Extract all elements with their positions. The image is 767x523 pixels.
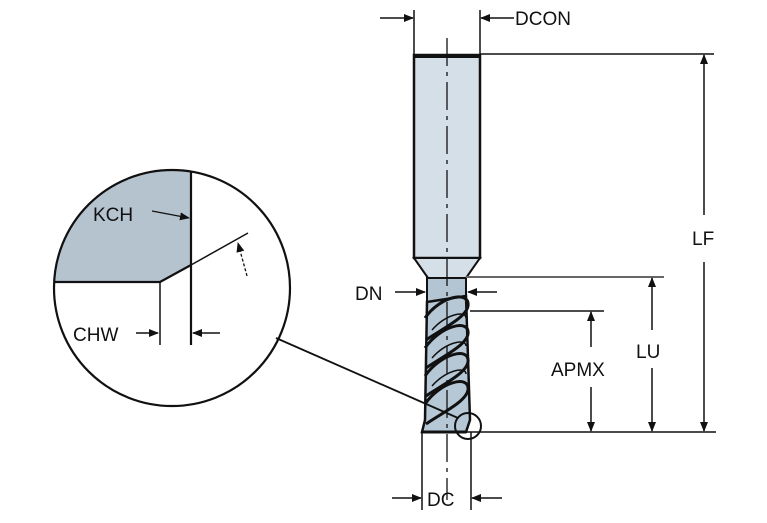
kch-label: KCH [93, 205, 133, 226]
lf-dimension [480, 53, 714, 432]
tool-flutes [420, 294, 472, 434]
lu-dimension [466, 276, 664, 432]
dcon-label: DCON [515, 9, 571, 30]
dc-label: DC [427, 490, 454, 511]
detail-leader-line [275, 337, 459, 419]
detail-marker-circle [454, 412, 482, 440]
dc-dimension [392, 432, 502, 510]
lf-label: LF [692, 229, 714, 250]
lu-label: LU [636, 342, 660, 363]
dn-label: DN [355, 284, 382, 305]
dcon-dimension [380, 10, 514, 55]
apmx-dimension [470, 310, 604, 432]
chw-label: CHW [73, 325, 118, 346]
apmx-label: APMX [551, 360, 605, 381]
detail-view [52, 168, 292, 408]
